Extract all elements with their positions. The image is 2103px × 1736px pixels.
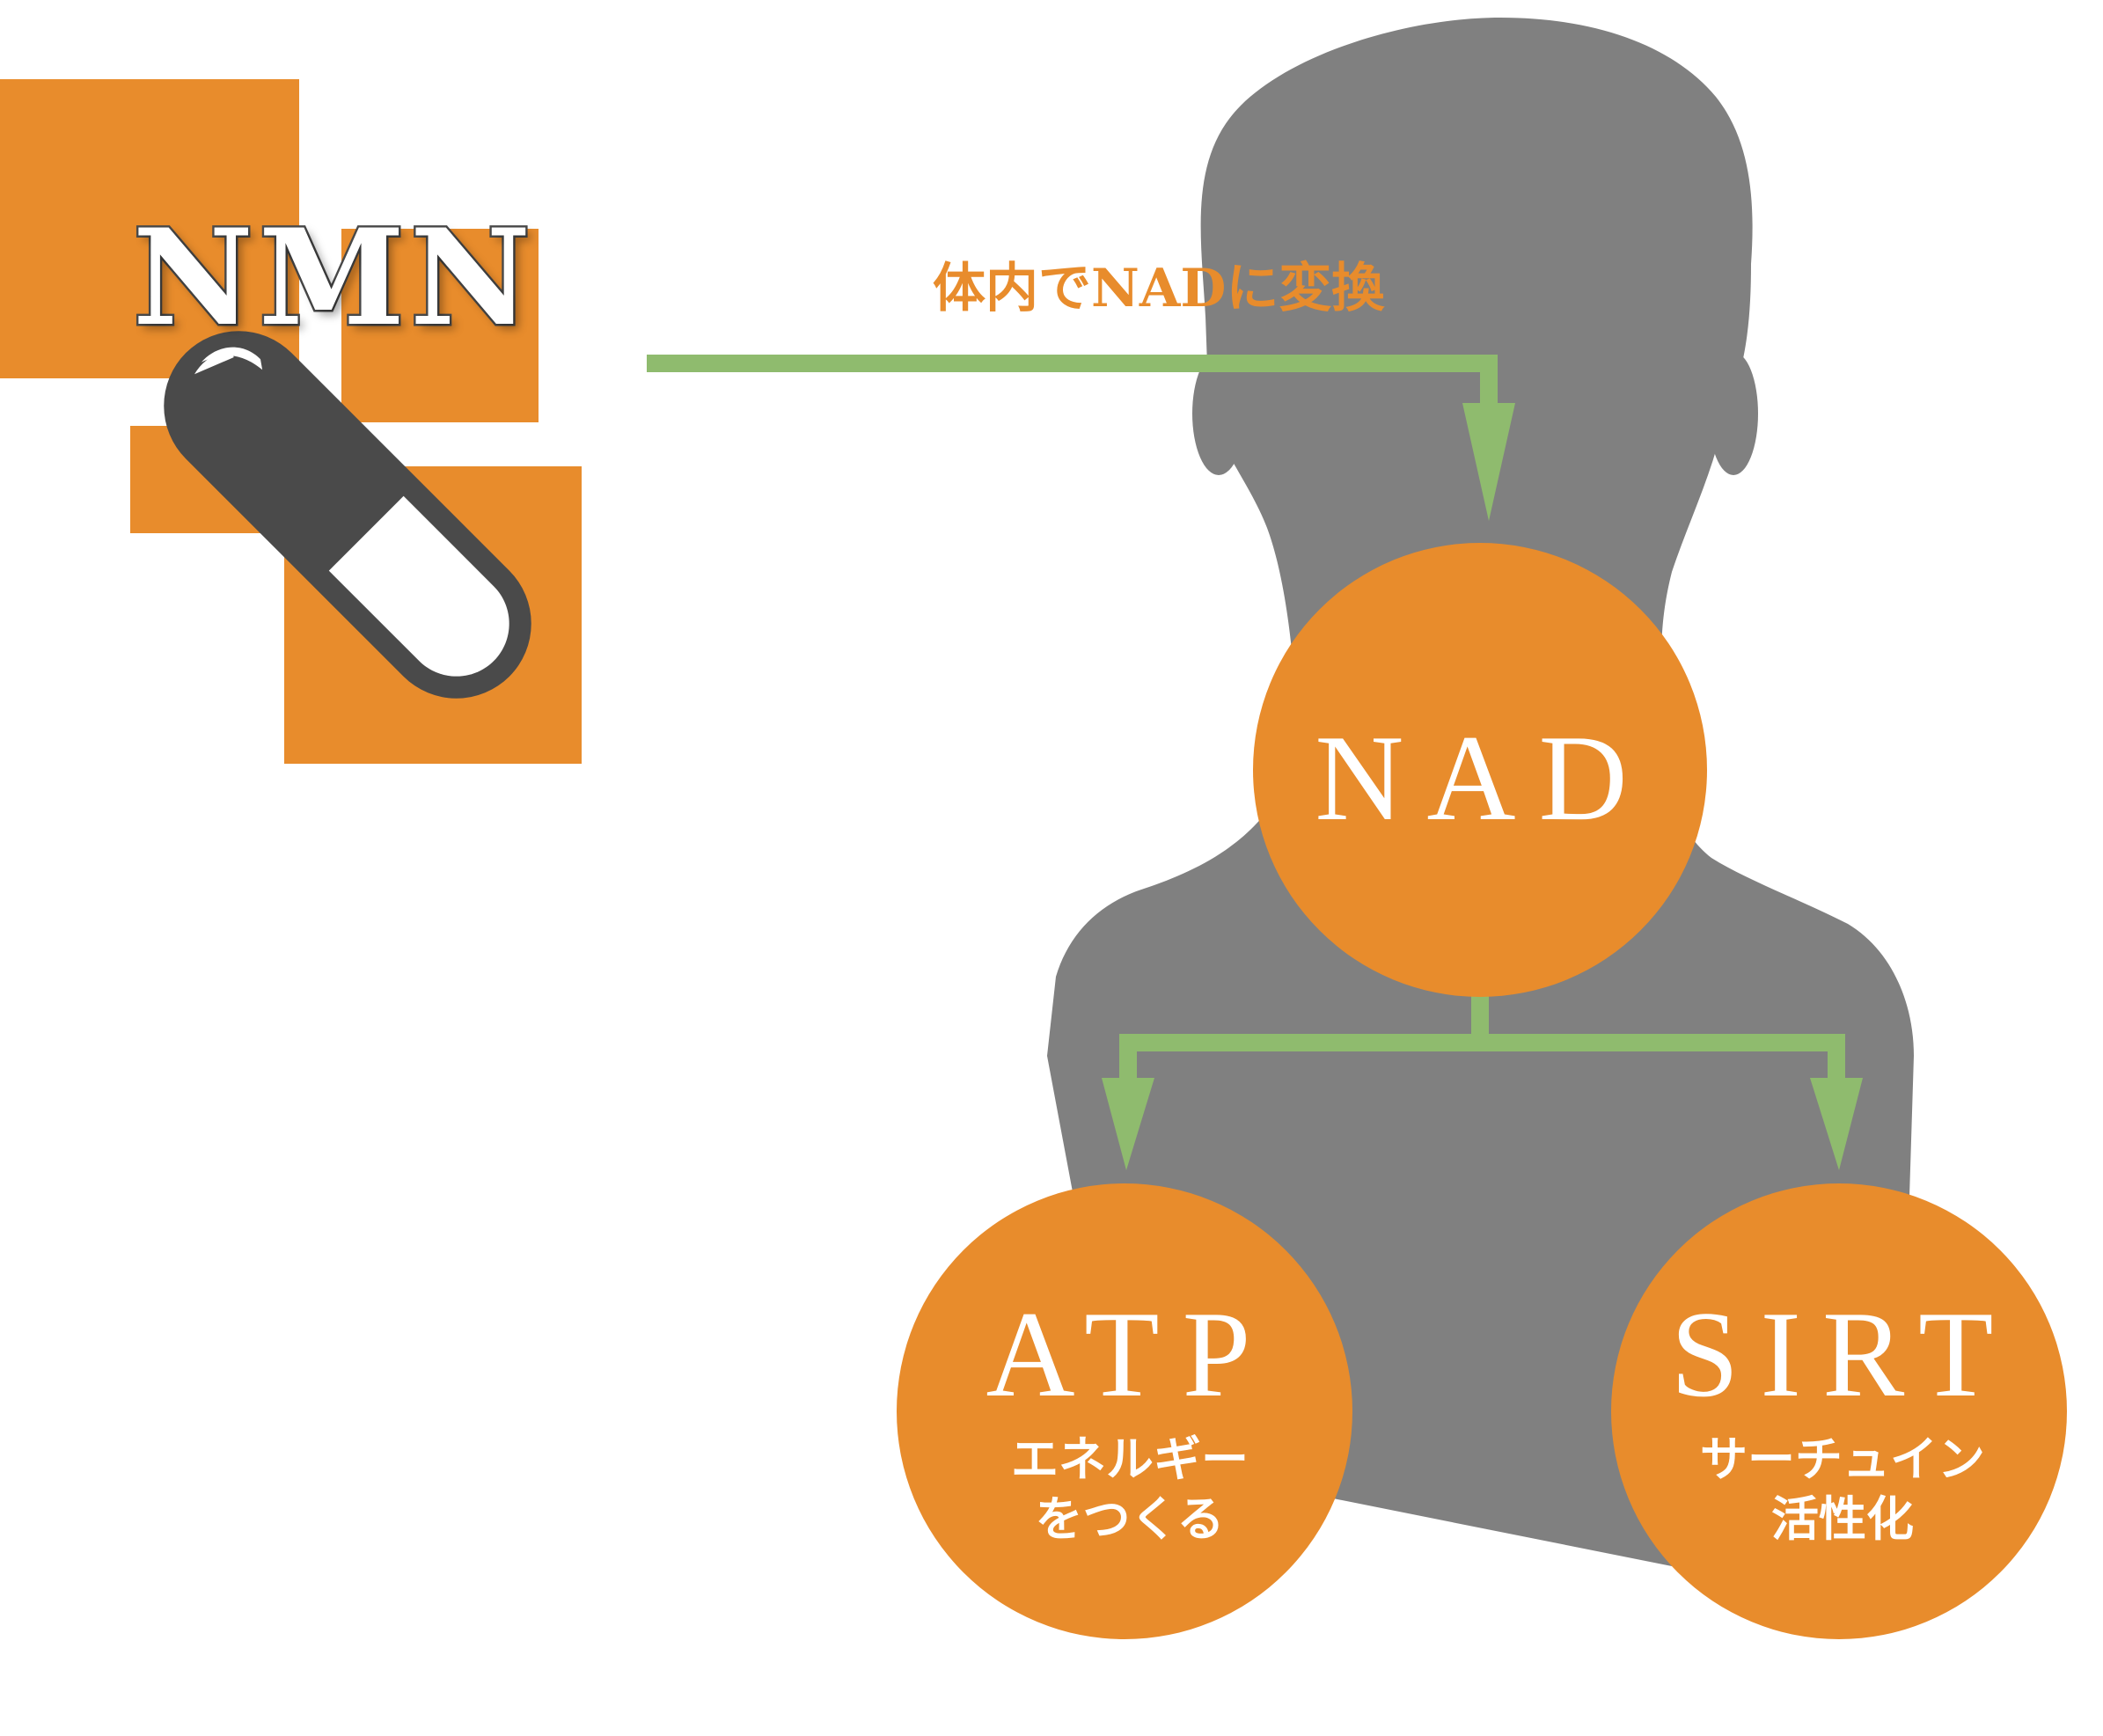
nad-circle — [1253, 543, 1707, 997]
atp-circle — [897, 1183, 1352, 1639]
sirt-description-line2: 活性化 — [1771, 1491, 1914, 1547]
conversion-label: 体内でNADに変換 — [933, 258, 1385, 319]
sirt-description: サーチュイン 活性化 — [1658, 1430, 2027, 1549]
flow-arrows — [647, 355, 1863, 1170]
nmn-title: NMN — [130, 201, 537, 355]
capsule-icon — [164, 331, 531, 699]
atp-description-line2: をつくる — [1035, 1491, 1225, 1547]
orange-square-1 — [0, 79, 299, 378]
atp-description-line1: エネルギー — [1011, 1432, 1249, 1487]
arrow-nad-stem — [1471, 994, 1489, 1038]
sirt-description-line1: サーチュイン — [1700, 1432, 1985, 1487]
arrow-right-drop — [1828, 1034, 1845, 1087]
sirt-label: SIRT — [1670, 1286, 2015, 1423]
arrow-nmn-head — [1462, 403, 1515, 521]
atp-label: ATP — [986, 1286, 1274, 1423]
arrow-left-drop — [1119, 1034, 1137, 1087]
arrow-right-head — [1810, 1078, 1863, 1170]
atp-description: エネルギー をつくる — [945, 1430, 1315, 1549]
arrow-left-head — [1102, 1078, 1154, 1170]
arrow-split-bar — [1119, 1034, 1845, 1051]
nad-label: NAD — [1315, 710, 1651, 846]
sirt-circle — [1611, 1183, 2067, 1639]
arrow-nmn-line — [647, 355, 1498, 372]
arrow-nmn-drop — [1480, 355, 1498, 416]
orange-square-2 — [341, 229, 539, 422]
